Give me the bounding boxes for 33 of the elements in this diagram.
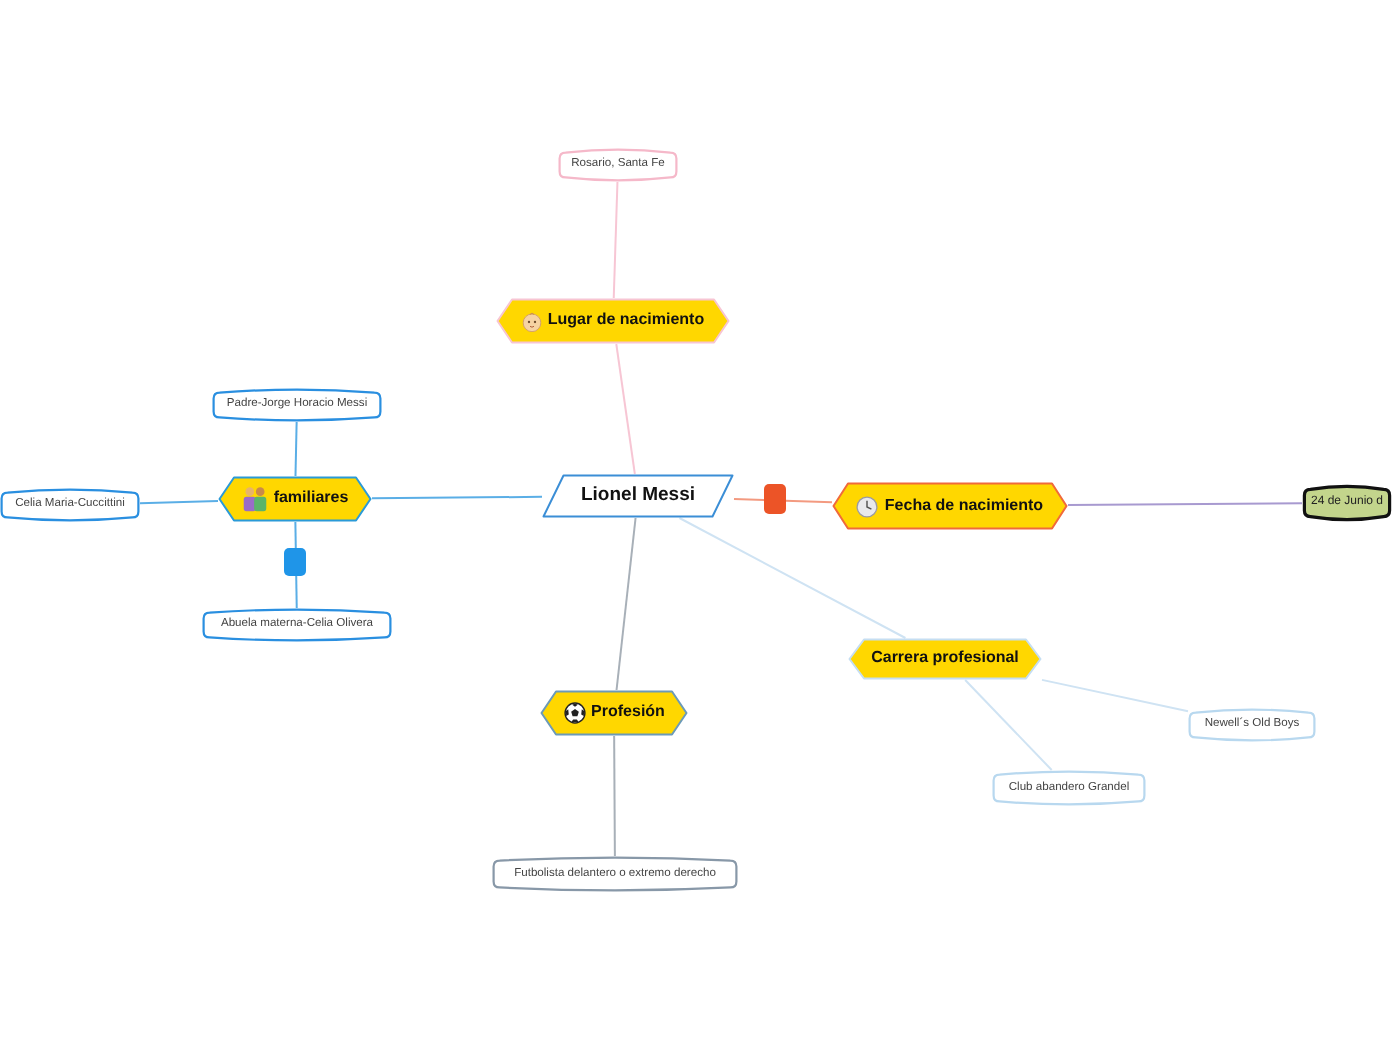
topic-label: familiares [273,490,349,508]
topic-label: Carrera profesional [871,650,1019,668]
subtopic-node [0,488,140,522]
subtopic-node [492,856,738,892]
subtopic-node [1188,708,1316,742]
main-topic-node [832,482,1068,530]
connector-line [678,517,907,639]
subtopic-node [212,388,382,422]
date-node [1302,484,1392,522]
connector-line [964,679,1053,771]
connector-line [294,421,298,477]
connector-line [615,517,637,691]
central-topic-node [542,474,734,518]
main-topic-node [496,298,730,344]
topic-label: Lugar de nacimiento [547,312,705,330]
connector-line [371,495,543,500]
main-topic-node [848,638,1042,680]
main-topic-node [540,690,688,736]
subtopic-node [202,608,392,642]
subtopic-node [558,148,678,182]
connector-line [294,521,298,609]
connector-line [139,500,219,505]
central-topic-label: Lionel Messi [580,485,695,507]
topic-label: Fecha de nacimiento [884,497,1044,515]
connector-line [615,343,636,475]
subtopic-node [992,770,1146,806]
connector-line [612,181,619,299]
topic-label: Profesión [591,704,665,722]
connector-line [1067,502,1303,507]
main-topic-node [218,476,372,522]
connector-line [613,735,616,857]
connector-line [733,498,833,504]
connector-line [1041,678,1189,713]
